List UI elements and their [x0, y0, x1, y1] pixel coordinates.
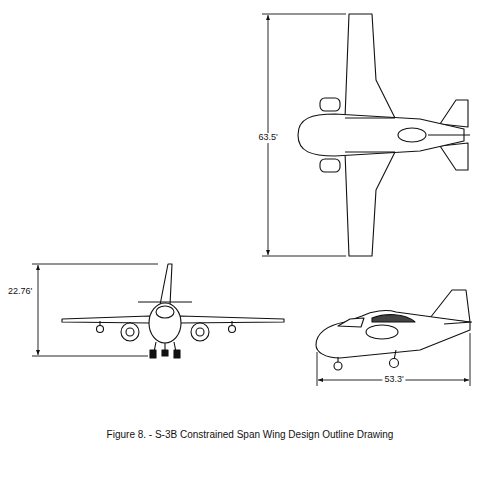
fuselage — [316, 311, 470, 358]
front-view — [62, 264, 284, 358]
tailplane — [444, 322, 472, 324]
left-wing — [62, 316, 150, 323]
wing-root — [345, 118, 395, 152]
engine — [121, 323, 139, 341]
lower-wing — [345, 152, 395, 256]
nose-wheel — [334, 362, 342, 370]
side-view — [316, 290, 472, 370]
store — [97, 326, 104, 333]
tailplane — [138, 301, 192, 302]
fuselage-section — [149, 303, 181, 343]
vertical-tail — [160, 264, 172, 305]
engine-nacelle — [320, 98, 340, 111]
dimension-lines — [32, 14, 470, 386]
canopy — [156, 306, 174, 318]
wheel — [174, 350, 180, 358]
engine-nacelle — [320, 159, 340, 172]
store — [229, 326, 236, 333]
dimension-label: 63.5' — [256, 133, 279, 143]
upper-wing — [345, 14, 395, 118]
wheel — [162, 350, 168, 356]
engine-hub — [126, 328, 134, 336]
cockpit-window — [338, 318, 364, 327]
tailplane — [440, 100, 468, 127]
engine-nacelle — [366, 325, 398, 339]
hatch — [398, 128, 426, 142]
tailplane — [440, 143, 468, 170]
engine — [191, 323, 209, 341]
dimension-label: 53.3' — [382, 375, 405, 385]
top-view — [298, 14, 470, 256]
engine-hub — [196, 328, 204, 336]
wing-root — [372, 315, 415, 322]
figure-caption: Figure 8. - S-3B Constrained Span Wing D… — [107, 429, 394, 440]
dimension-label: 22.76' — [6, 287, 34, 297]
fin-line — [428, 134, 470, 135]
wheel — [150, 350, 156, 358]
gear-strut — [338, 350, 396, 363]
main-wheel — [390, 359, 399, 368]
